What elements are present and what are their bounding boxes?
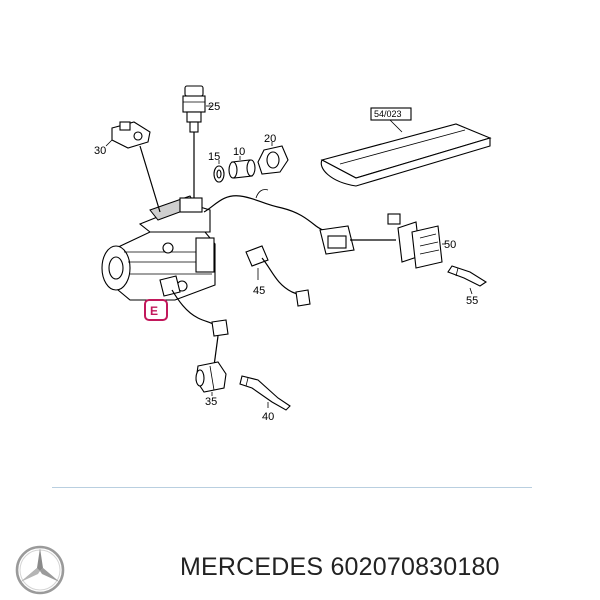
- part-30-connector: [105, 121, 161, 213]
- callout-40: 40: [262, 411, 274, 423]
- part-40-terminal: [239, 375, 291, 411]
- part-10-bolt: [228, 156, 256, 179]
- callout-45: 45: [253, 285, 265, 297]
- marker-e-label: E: [150, 304, 158, 318]
- part-35-connector: [195, 361, 227, 396]
- separator-line: [52, 487, 532, 488]
- part-20-nut: [257, 142, 289, 175]
- three-pointed-star-icon: [15, 545, 65, 595]
- part-50-connector: [387, 213, 446, 269]
- marker-e: E: [144, 299, 168, 321]
- callout-50: 50: [444, 239, 456, 251]
- wiring-harness-main: [203, 189, 396, 255]
- reference-box-label: 54/023: [374, 109, 402, 119]
- injection-pump: [101, 195, 216, 301]
- cover-plate: [320, 123, 492, 187]
- part-number: 602070830180: [330, 553, 500, 581]
- brand-name: MERCEDES: [180, 553, 324, 581]
- part-45-sensor: [245, 245, 311, 307]
- callout-15: 15: [208, 151, 220, 163]
- part-55-terminal: [447, 265, 488, 295]
- callout-25: 25: [208, 101, 220, 113]
- callout-35: 35: [205, 396, 217, 408]
- callout-20: 20: [264, 133, 276, 145]
- part-15-washer: [213, 160, 225, 183]
- callout-10: 10: [233, 146, 245, 158]
- reference-box: 54/023: [370, 107, 412, 133]
- callout-30: 30: [94, 145, 106, 157]
- callout-55: 55: [466, 295, 478, 307]
- part-25-sensor: [182, 85, 212, 198]
- lead-to-part-35: [171, 289, 229, 367]
- part-label: MERCEDES 602070830180: [180, 553, 590, 582]
